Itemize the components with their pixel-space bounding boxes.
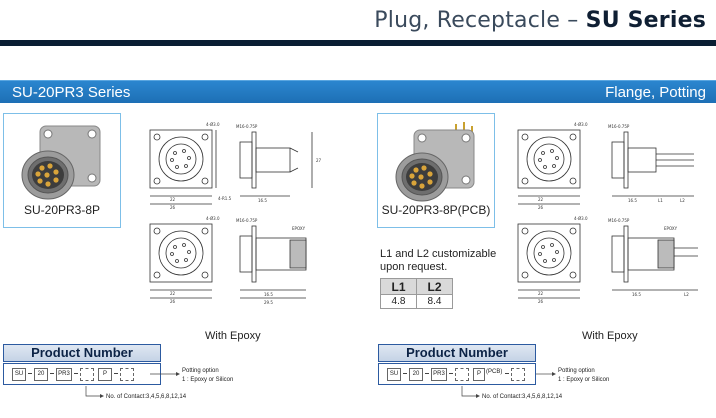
series-name: SU-20PR3 Series xyxy=(12,84,131,101)
pn-shell-size: 20 xyxy=(34,368,48,381)
pn-pin-code: P xyxy=(98,368,112,381)
l-dimension-table: L1 L2 4.8 8.4 xyxy=(380,278,453,309)
svg-text:L2: L2 xyxy=(684,292,689,297)
svg-text:4-R1.5: 4-R1.5 xyxy=(218,196,232,201)
dimension-drawing-pcb-front: 4-Ø3.0 M16-0.75P 22 26 16.5 L1 L2 xyxy=(517,122,694,210)
pn-dash xyxy=(403,373,407,374)
product-label-pcb: SU-20PR3-8P(PCB) xyxy=(381,203,491,217)
dimension-drawing-pcb-epoxy: 4-Ø3.0 M16-0.75P EPOXY 22 26 16.5 L2 xyxy=(517,216,698,304)
svg-text:M16-0.75P: M16-0.75P xyxy=(608,218,630,223)
dimension-drawing-front: 4-Ø3.0 M16-0.75P 22 26 4-R1.5 16.5 27 xyxy=(149,122,322,210)
l-table-cell: 4.8 xyxy=(380,294,417,309)
svg-text:EPOXY: EPOXY xyxy=(664,226,678,231)
svg-text:M16-0.75P: M16-0.75P xyxy=(236,218,258,223)
series-type: Flange, Potting xyxy=(605,84,706,101)
product-label: SU-20PR3-8P xyxy=(23,203,101,217)
potting-option-values-pcb: 1 : Epoxy or Silicon xyxy=(558,377,610,383)
pn-contacts-slot xyxy=(80,368,94,381)
product-number-title: Product Number xyxy=(3,344,161,362)
connector-photo xyxy=(21,125,101,200)
pn-pin-code: P xyxy=(473,368,485,381)
contacts-note-pcb: No. of Contact:3,4,5,6,8,12,14 xyxy=(482,394,563,400)
svg-text:4-Ø3.0: 4-Ø3.0 xyxy=(574,216,588,221)
svg-text:22: 22 xyxy=(538,197,544,202)
svg-text:16.5: 16.5 xyxy=(632,292,641,297)
svg-text:16.5: 16.5 xyxy=(258,198,267,203)
connector-photo-pcb xyxy=(395,122,475,202)
svg-text:27: 27 xyxy=(316,158,322,163)
pn-type-code: PR3 xyxy=(431,368,447,381)
svg-text:22: 22 xyxy=(170,197,176,202)
l-table-cell: 8.4 xyxy=(416,294,453,309)
customizable-note-line2: upon request. xyxy=(380,261,448,273)
pn-callout-lines xyxy=(85,372,180,398)
svg-text:16.5: 16.5 xyxy=(264,292,273,297)
pn-series-code: SU xyxy=(12,368,26,381)
series-bar: SU-20PR3 Series Flange, Potting xyxy=(0,80,716,103)
potting-option-note-pcb: Potting option xyxy=(558,368,595,374)
product-photo-box-pcb: SU-20PR3-8P(PCB) xyxy=(377,113,495,228)
pn-dash xyxy=(505,373,509,374)
pn-dash xyxy=(114,373,118,374)
pn-dash xyxy=(74,373,78,374)
pn-contacts-slot xyxy=(455,368,469,381)
svg-text:26: 26 xyxy=(170,205,176,210)
header-rule xyxy=(0,40,716,46)
svg-text:4-Ø3.0: 4-Ø3.0 xyxy=(206,122,220,127)
pn-series-code: SU xyxy=(387,368,401,381)
svg-text:4-Ø3.0: 4-Ø3.0 xyxy=(206,216,220,221)
customizable-note: L1 and L2 customizable upon request. xyxy=(380,248,496,274)
potting-option-values: 1 : Epoxy or Silicon xyxy=(182,377,234,383)
with-epoxy-label: With Epoxy xyxy=(205,330,261,342)
l-table-header: L1 xyxy=(380,278,417,295)
product-number-title-pcb: Product Number xyxy=(378,344,536,362)
svg-text:22: 22 xyxy=(170,291,176,296)
svg-text:L1: L1 xyxy=(658,198,663,203)
pn-potting-slot xyxy=(120,368,134,381)
svg-text:29.5: 29.5 xyxy=(264,300,273,304)
contacts-note: No. of Contact:3,4,5,6,8,12,14 xyxy=(106,394,187,400)
product-photo-box: SU-20PR3-8P xyxy=(3,113,121,228)
svg-text:16.5: 16.5 xyxy=(628,198,637,203)
pn-potting-slot xyxy=(511,368,525,381)
product-number-row-pcb: SU 20 PR3 P (PCB) xyxy=(378,363,536,385)
potting-option-note: Potting option xyxy=(182,368,219,374)
customizable-note-line1: L1 and L2 customizable xyxy=(380,248,497,260)
svg-text:22: 22 xyxy=(538,291,544,296)
product-number-row: SU 20 PR3 P xyxy=(3,363,161,385)
svg-text:M16-0.75P: M16-0.75P xyxy=(236,124,258,129)
pn-dash xyxy=(50,373,54,374)
pn-shell-size: 20 xyxy=(409,368,423,381)
dimension-drawing-epoxy: 4-Ø3.0 M16-0.75P EPOXY 22 26 16.5 29.5 xyxy=(149,216,307,304)
l-table-header: L2 xyxy=(416,278,453,295)
pn-callout-lines-pcb xyxy=(461,372,556,398)
pn-type-code: PR3 xyxy=(56,368,72,381)
svg-text:L2: L2 xyxy=(680,198,685,203)
svg-text:26: 26 xyxy=(170,299,176,304)
pn-dash xyxy=(449,373,453,374)
svg-text:26: 26 xyxy=(538,205,544,210)
with-epoxy-label-pcb: With Epoxy xyxy=(582,330,638,342)
page-title: Plug, Receptacle – SU Series xyxy=(374,8,706,33)
svg-text:26: 26 xyxy=(538,299,544,304)
pn-pcb-code: (PCB) xyxy=(486,369,503,375)
pn-dash xyxy=(28,373,32,374)
pn-dash xyxy=(425,373,429,374)
svg-text:4-Ø3.0: 4-Ø3.0 xyxy=(574,122,588,127)
svg-text:M16-0.75P: M16-0.75P xyxy=(608,124,630,129)
svg-text:EPOXY: EPOXY xyxy=(292,226,306,231)
